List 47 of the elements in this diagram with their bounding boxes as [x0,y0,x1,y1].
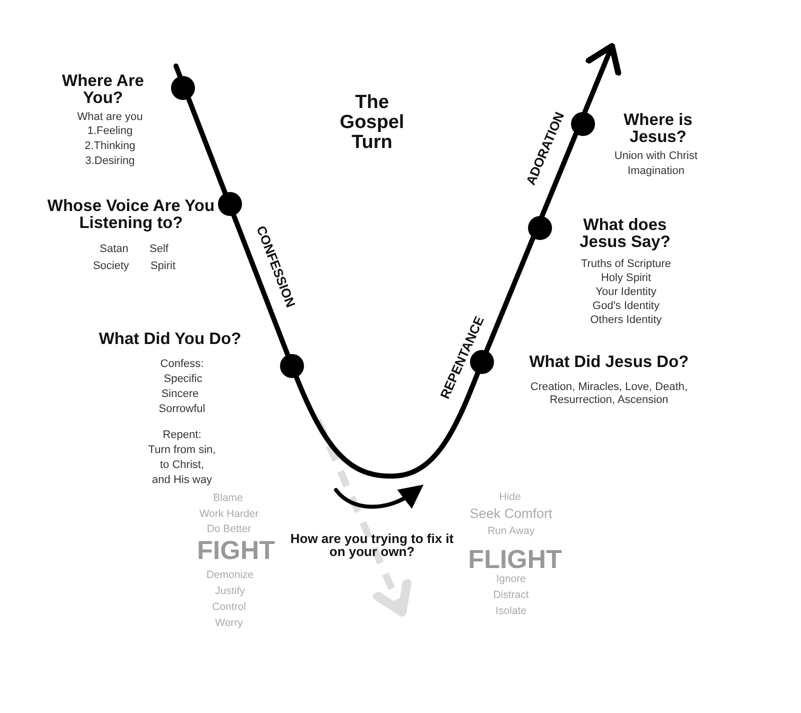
heading: What does Jesus Say? [578,217,672,252]
list-item: Specific [162,373,204,386]
faded-word: Justify [214,585,246,598]
list-item: 2.Thinking [84,140,136,154]
faded-word: Demonize [205,569,255,582]
list-item: Creation, Miracles, Love, Death, Resurrection, Ascension [529,381,689,408]
faded-word: Hide [498,491,522,504]
heading: Whose Voice Are You Listening to? [46,198,216,233]
list-item: Spirit [149,260,177,274]
faded-word: Work Harder [198,508,260,521]
list-item: Society [92,260,130,274]
list-item: Sincere [160,388,200,402]
faded-word: Ignore [495,573,527,586]
list-item: and His way [151,474,213,488]
list-item: Repent: [162,429,202,442]
title: The Gospel Turn [338,93,406,153]
list-item: Sorrowful [158,403,206,416]
list-item: to Christ, [158,459,205,472]
list-item: Your Identity [594,286,658,300]
list-item: Union with Christ [613,150,699,164]
list-item: God's Identity [592,300,660,314]
list-item: Truths of Scripture [580,258,672,272]
faded-word: Blame [212,492,244,505]
faded-word: Control [211,601,247,614]
heading: Where is Jesus? [622,112,694,147]
faded-word: Distract [492,589,530,602]
faded-word: Worry [214,617,244,630]
list-item: Others Identity [589,314,663,328]
heading: What Did Jesus Do? [528,354,690,372]
list-item: What are you [76,111,144,124]
question-text: How are you trying to fix it on your own? [289,532,455,558]
faded-heading: FLIGHT [467,546,563,572]
faded-word: Isolate [494,605,528,618]
faded-word: Run Away [486,525,536,538]
list-item: 3.Desiring [84,155,136,168]
list-item: Turn from sin, [147,444,217,458]
list-item: Imagination [626,165,686,178]
heading: Where Are You? [61,73,145,108]
list-item: Self [148,243,170,256]
list-item: Confess: [159,358,205,372]
faded-word: Do Better [206,523,252,536]
list-item: 1.Feeling [86,125,134,138]
list-item: Satan [98,243,130,256]
list-item: Holy Spirit [600,272,652,286]
heading: What Did You Do? [98,331,242,348]
faded-heading: FIGHT [196,537,276,563]
faded-word: Seek Comfort [468,506,554,522]
